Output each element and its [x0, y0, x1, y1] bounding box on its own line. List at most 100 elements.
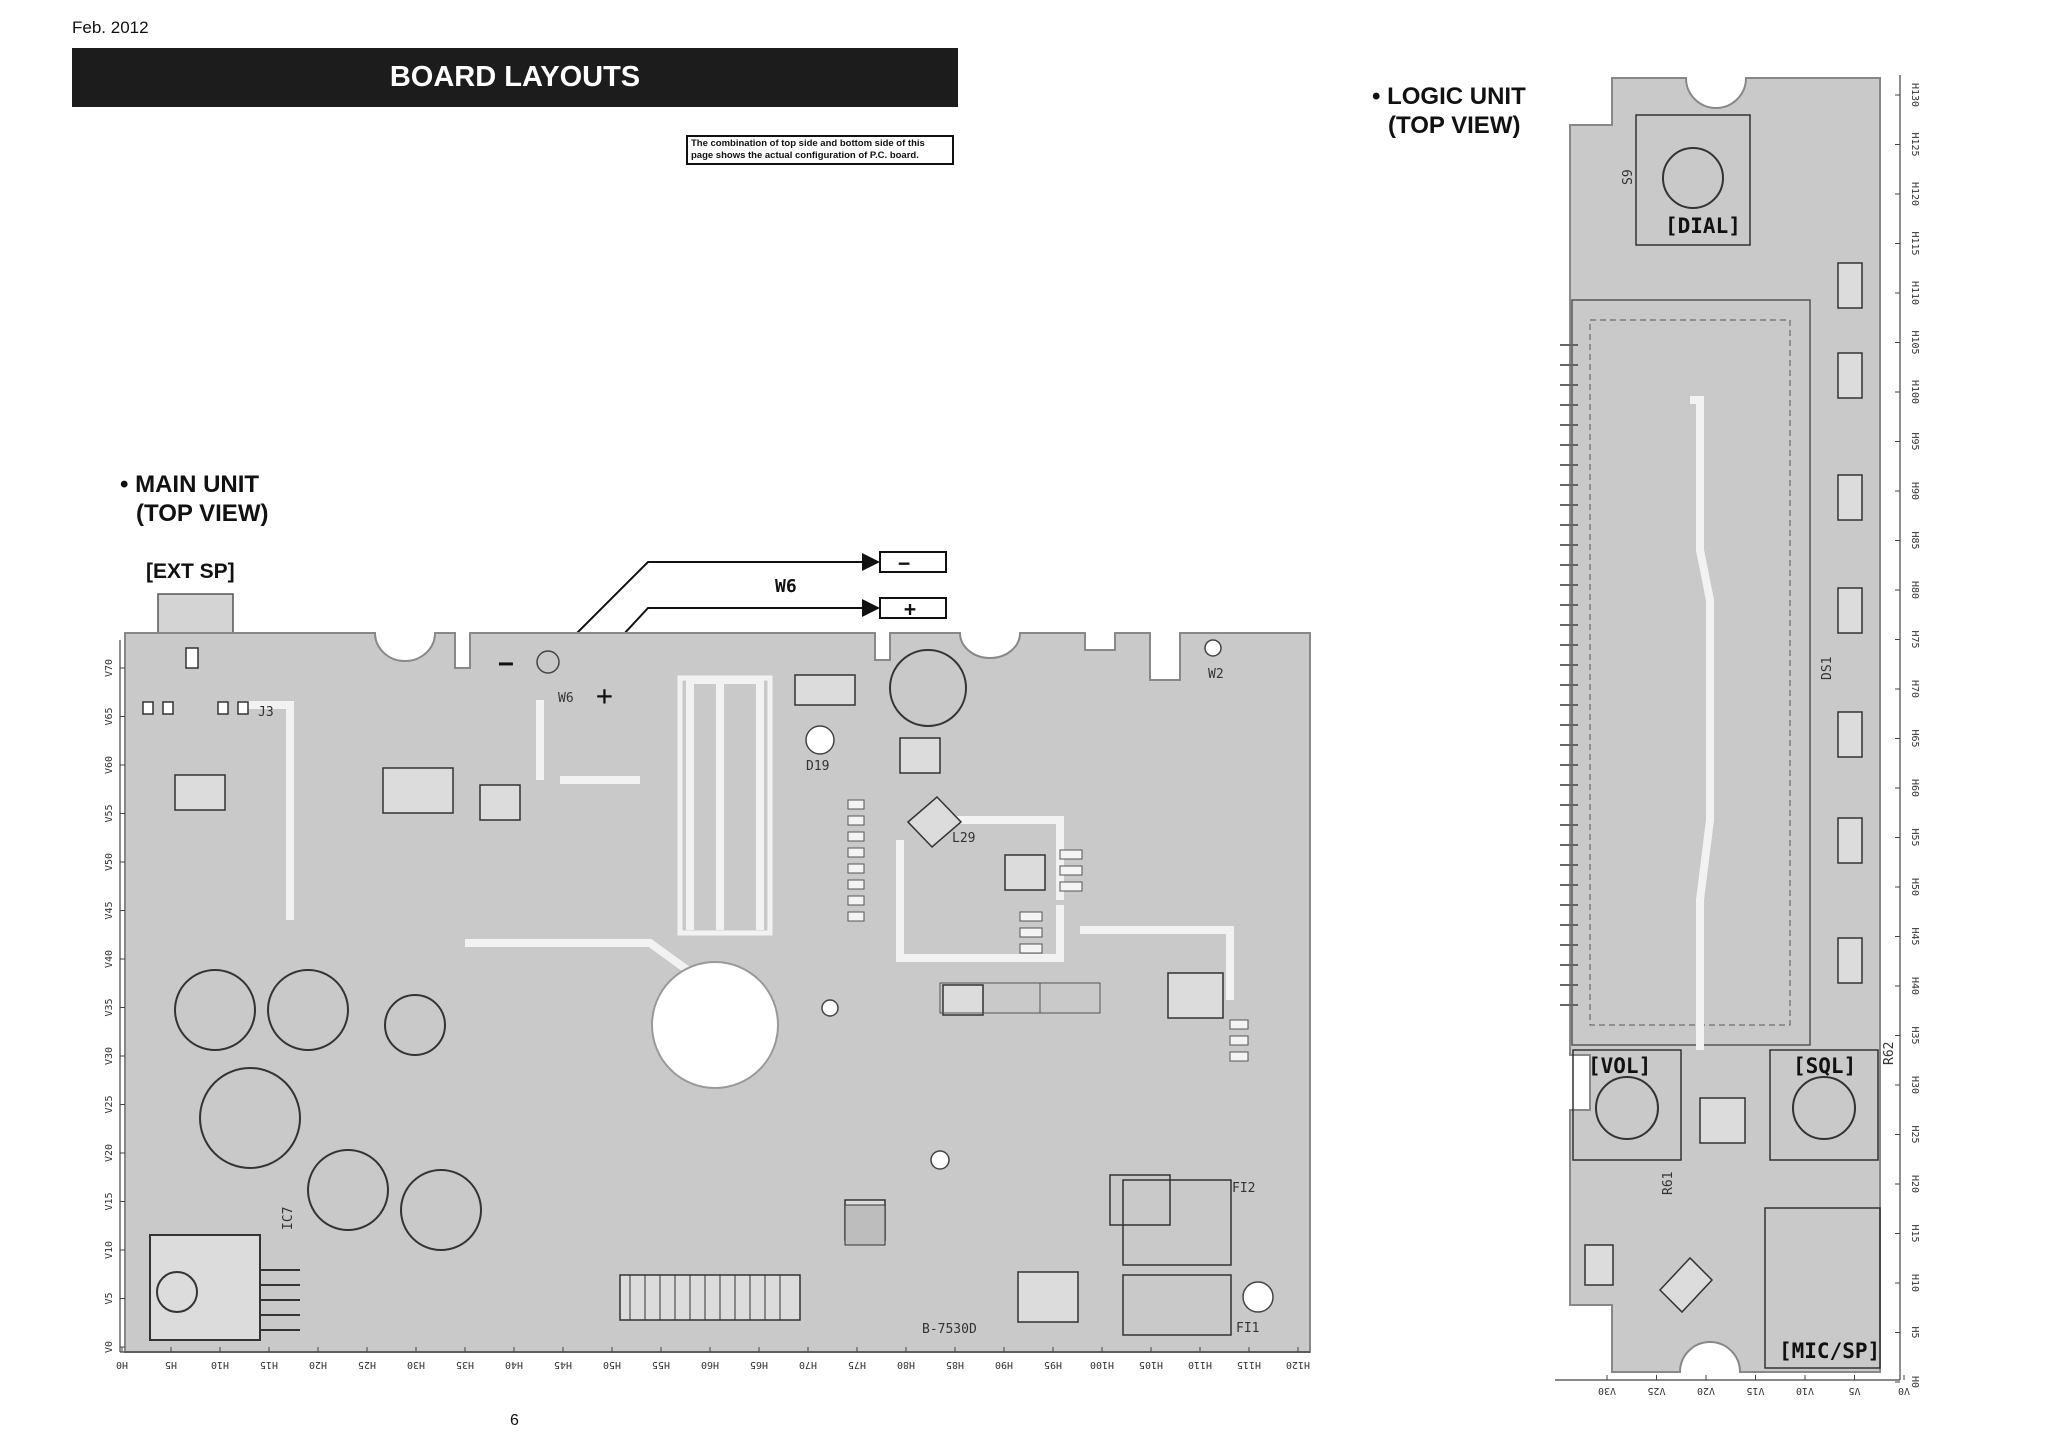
main-ruler-h-h105: H105 [1139, 1359, 1163, 1370]
logic-ruler-h-h125: H125 [1909, 132, 1920, 156]
main-ruler-h-h90: H90 [995, 1359, 1013, 1370]
silk-ic7: IC7 [281, 1207, 296, 1230]
main-ruler-v-v10: V10 [104, 1241, 115, 1259]
sql-label: [SQL] [1793, 1054, 1856, 1078]
w6-board-plus-mark: + [596, 679, 613, 712]
logic-ruler-h-h90: H90 [1909, 482, 1920, 500]
main-ruler-h-h0: H0 [116, 1359, 128, 1370]
main-unit-title-line1: • MAIN UNIT [120, 471, 260, 498]
logic-ruler-h-h80: H80 [1909, 581, 1920, 599]
silk-r62: R62 [1882, 1042, 1897, 1065]
logic-ruler-v-v5: V5 [1848, 1385, 1860, 1396]
main-unit-title: • MAIN UNIT (TOP VIEW) [120, 470, 268, 528]
logic-ruler-h-h0: H0 [1909, 1376, 1920, 1388]
main-ruler-h-h50: H50 [603, 1359, 621, 1370]
logic-ruler-h-h55: H55 [1909, 828, 1920, 846]
main-ruler-v-v40: V40 [104, 950, 115, 968]
logic-ruler-h-h15: H15 [1909, 1224, 1920, 1242]
silk-board-id: B-7530D [922, 1322, 977, 1337]
w6-minus-terminal-label: − [898, 551, 910, 575]
silk-r61: R61 [1661, 1172, 1676, 1195]
main-ruler-h-h70: H70 [799, 1359, 817, 1370]
logic-ruler-h-h70: H70 [1909, 680, 1920, 698]
logic-unit-title-line2: (TOP VIEW) [1388, 112, 1521, 139]
dial-label: [DIAL] [1665, 214, 1741, 238]
document-date: Feb. 2012 [72, 18, 149, 37]
main-ruler-v-v60: V60 [104, 756, 115, 774]
main-ruler-h-h95: H95 [1044, 1359, 1062, 1370]
silk-s9: S9 [1621, 169, 1636, 185]
logic-ruler-h-h50: H50 [1909, 878, 1920, 896]
logic-ruler-h-h25: H25 [1909, 1125, 1920, 1143]
silk-fi2: FI2 [1232, 1181, 1255, 1196]
main-ruler-h-h35: H35 [456, 1359, 474, 1370]
logic-ruler-h-h85: H85 [1909, 531, 1920, 549]
main-ruler-v-v45: V45 [104, 901, 115, 919]
main-ruler-h-h15: H15 [260, 1359, 278, 1370]
logic-ruler-v-v25: V25 [1647, 1385, 1665, 1396]
logic-ruler-v-v15: V15 [1746, 1385, 1764, 1396]
logic-board-outline [1569, 77, 1881, 1373]
silk-w6: W6 [558, 691, 574, 706]
logic-unit-board: S9 DS1 R61 R62 [DIAL] [VOL] [SQL] [MIC/S… [1555, 75, 1920, 1396]
logic-ruler-h-h105: H105 [1909, 330, 1920, 354]
main-ruler-h-h5: H5 [165, 1359, 177, 1370]
logic-unit-title-line1: • LOGIC UNIT [1372, 83, 1526, 110]
main-ruler-v-v20: V20 [104, 1144, 115, 1162]
main-ruler-h-h25: H25 [358, 1359, 376, 1370]
logic-ruler-h-h35: H35 [1909, 1026, 1920, 1044]
silk-w2: W2 [1208, 667, 1224, 682]
main-ruler-h-h55: H55 [652, 1359, 670, 1370]
main-ruler-v-v70: V70 [104, 659, 115, 677]
logic-ruler-h-h120: H120 [1909, 182, 1920, 206]
main-ruler-h-h65: H65 [750, 1359, 768, 1370]
main-ruler-h-h115: H115 [1237, 1359, 1261, 1370]
page-number: 6 [510, 1412, 519, 1429]
configuration-note: The combination of top side and bottom s… [686, 135, 954, 165]
silk-l29: L29 [952, 831, 975, 846]
logic-ruler-h-h30: H30 [1909, 1076, 1920, 1094]
silk-fi1: FI1 [1236, 1321, 1259, 1336]
logic-ruler-h-h20: H20 [1909, 1175, 1920, 1193]
main-ruler-v-v35: V35 [104, 998, 115, 1016]
logic-ruler-h-h45: H45 [1909, 927, 1920, 945]
silk-d19: D19 [806, 759, 829, 774]
main-ruler-h-h100: H100 [1090, 1359, 1114, 1370]
logic-ruler-v-v20: V20 [1697, 1385, 1715, 1396]
page-title-banner: BOARD LAYOUTS [72, 48, 958, 107]
main-ruler-h-h40: H40 [505, 1359, 523, 1370]
page-title: BOARD LAYOUTS [389, 61, 641, 93]
vol-label: [VOL] [1588, 1054, 1651, 1078]
main-ruler-v-v55: V55 [104, 804, 115, 822]
w6-wire-label: W6 [775, 576, 797, 597]
main-ruler-h-h75: H75 [848, 1359, 866, 1370]
logic-ruler-v-v0: V0 [1898, 1385, 1910, 1396]
w6-plus-terminal-label: + [904, 597, 916, 621]
main-unit-board: − + − + W6 J3 W6 W2 D19 L29 IC7 FI1 FI2 … [104, 551, 1311, 1370]
main-ruler-v-v65: V65 [104, 707, 115, 725]
main-ruler-h-h60: H60 [701, 1359, 719, 1370]
logic-ruler-h-h60: H60 [1909, 779, 1920, 797]
logic-ruler-h-h10: H10 [1909, 1274, 1920, 1292]
main-ruler-h-h30: H30 [407, 1359, 425, 1370]
logic-ruler-v-v10: V10 [1796, 1385, 1814, 1396]
main-ruler-h-h120: H120 [1286, 1359, 1310, 1370]
mic-sp-label: [MIC/SP] [1779, 1339, 1880, 1363]
silk-ds1: DS1 [1820, 657, 1835, 680]
logic-ruler-v-v30: V30 [1598, 1385, 1616, 1396]
main-ruler-h-h85: H85 [946, 1359, 964, 1370]
main-ruler-h-h80: H80 [897, 1359, 915, 1370]
logic-ruler-h-h95: H95 [1909, 432, 1920, 450]
logic-ruler-h-h130: H130 [1909, 83, 1920, 107]
w6-board-minus-mark: − [498, 649, 514, 679]
logic-ruler-h-h40: H40 [1909, 977, 1920, 995]
main-ruler-v-v0: V0 [104, 1341, 115, 1353]
main-ruler-v-v5: V5 [104, 1292, 115, 1304]
silk-j3: J3 [258, 705, 274, 720]
main-unit-title-line2: (TOP VIEW) [136, 500, 269, 527]
main-ruler-v-v25: V25 [104, 1095, 115, 1113]
main-ruler-h-h110: H110 [1188, 1359, 1212, 1370]
logic-ruler-h-h100: H100 [1909, 380, 1920, 404]
logic-ruler-h-h5: H5 [1909, 1326, 1920, 1338]
ext-sp-label: [EXT SP] [146, 560, 235, 583]
